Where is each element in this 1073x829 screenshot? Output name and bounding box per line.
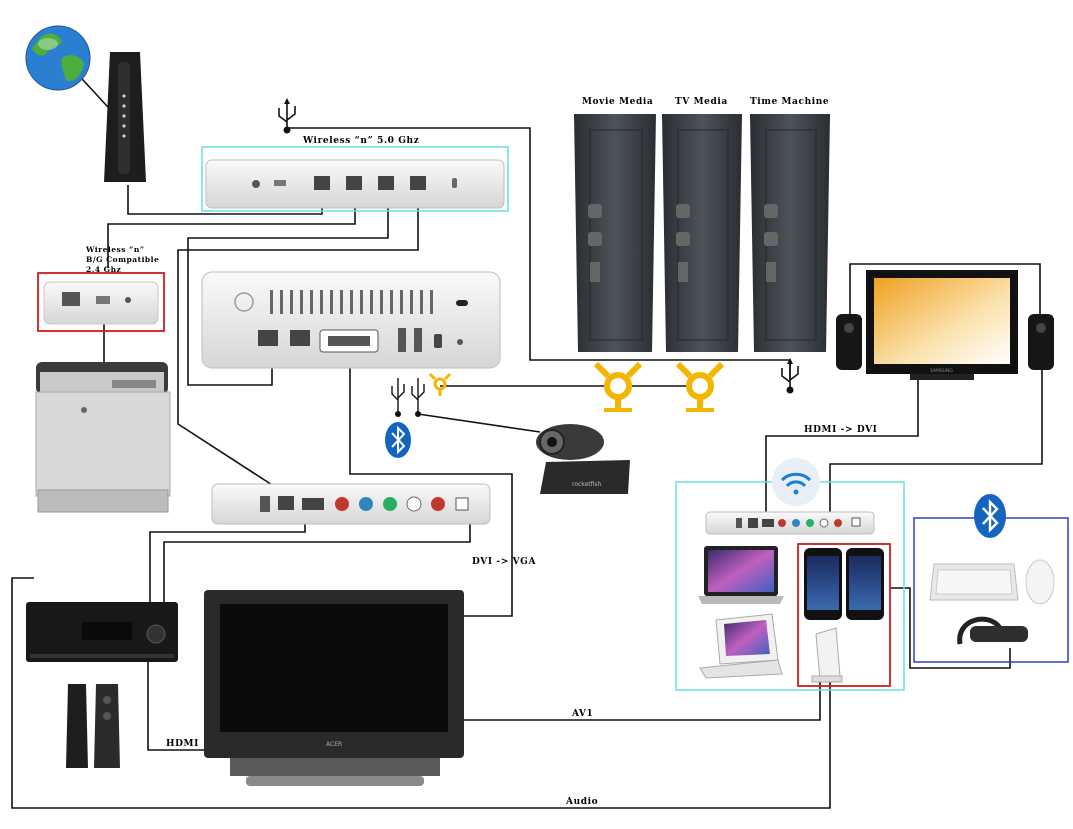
label-wireless-n-bg-3: 2.4 Ghz	[86, 265, 121, 274]
computer-monitor: SAMSUNG	[866, 270, 1018, 380]
apple-tv-living-room	[211, 483, 491, 525]
bluetooth-icon	[974, 494, 1006, 538]
drive-tv-media	[662, 114, 742, 352]
label-time-machine: Time Machine	[750, 97, 829, 107]
webcam: rocketfish	[536, 424, 630, 494]
internet-globe-icon	[25, 25, 91, 91]
macbook-white	[699, 613, 783, 679]
label-wireless-n-5: Wireless “n” 5.0 Ghz	[302, 136, 419, 146]
macbook-pro	[698, 546, 784, 604]
label-hdmi: HDMI	[166, 739, 199, 749]
wires	[11, 67, 1043, 809]
label-tv-media: TV Media	[675, 97, 728, 107]
desktop-speaker-right	[1028, 314, 1054, 370]
firewire-icon	[428, 372, 452, 396]
large-tv: ACER	[204, 590, 464, 786]
airport-extreme-router	[205, 159, 505, 209]
desktop-speaker-left	[836, 314, 862, 370]
av-receiver	[26, 602, 178, 662]
wireless-keyboard	[929, 563, 1019, 601]
airport-express-box	[37, 272, 165, 332]
firewire-icon	[675, 361, 725, 412]
label-movie-media: Movie Media	[582, 97, 653, 107]
iphone-group-box	[797, 543, 891, 687]
label-wireless-n-bg-1: Wireless “n”	[85, 245, 145, 254]
bluetooth-headset	[957, 616, 1028, 645]
usb-icon	[391, 378, 405, 417]
apple-tv-office	[705, 511, 875, 535]
monitor-brand: SAMSUNG	[930, 368, 953, 374]
cable-modem	[104, 52, 146, 182]
usb-icon	[411, 378, 425, 417]
drive-time-machine	[750, 114, 830, 352]
wifi-icon	[772, 458, 820, 506]
tv-brand: ACER	[326, 741, 342, 748]
bluetooth-icon	[385, 422, 411, 458]
airport-express	[43, 281, 159, 325]
laser-printer	[35, 362, 171, 513]
label-audio: Audio	[565, 797, 598, 807]
floor-speakers	[66, 684, 120, 768]
label-wireless-n-bg-2: B/G Compatible	[86, 255, 159, 264]
label-av1: AV1	[571, 709, 593, 719]
webcam-brand: rocketfish	[572, 481, 602, 488]
wii-console	[811, 627, 843, 683]
usb-icon	[278, 98, 296, 134]
iphone-right	[846, 548, 884, 620]
label-hdmi-dvi: HDMI -> DVI	[804, 425, 877, 435]
airport-extreme-box	[201, 146, 509, 212]
firewire-icon	[593, 361, 643, 412]
usb-icon	[781, 358, 799, 394]
mac-mini	[201, 271, 501, 369]
drive-movie-media	[574, 114, 656, 352]
label-dvi-vga: DVI -> VGA	[472, 557, 536, 567]
iphone-left	[804, 548, 842, 620]
magic-mouse	[1025, 559, 1055, 605]
